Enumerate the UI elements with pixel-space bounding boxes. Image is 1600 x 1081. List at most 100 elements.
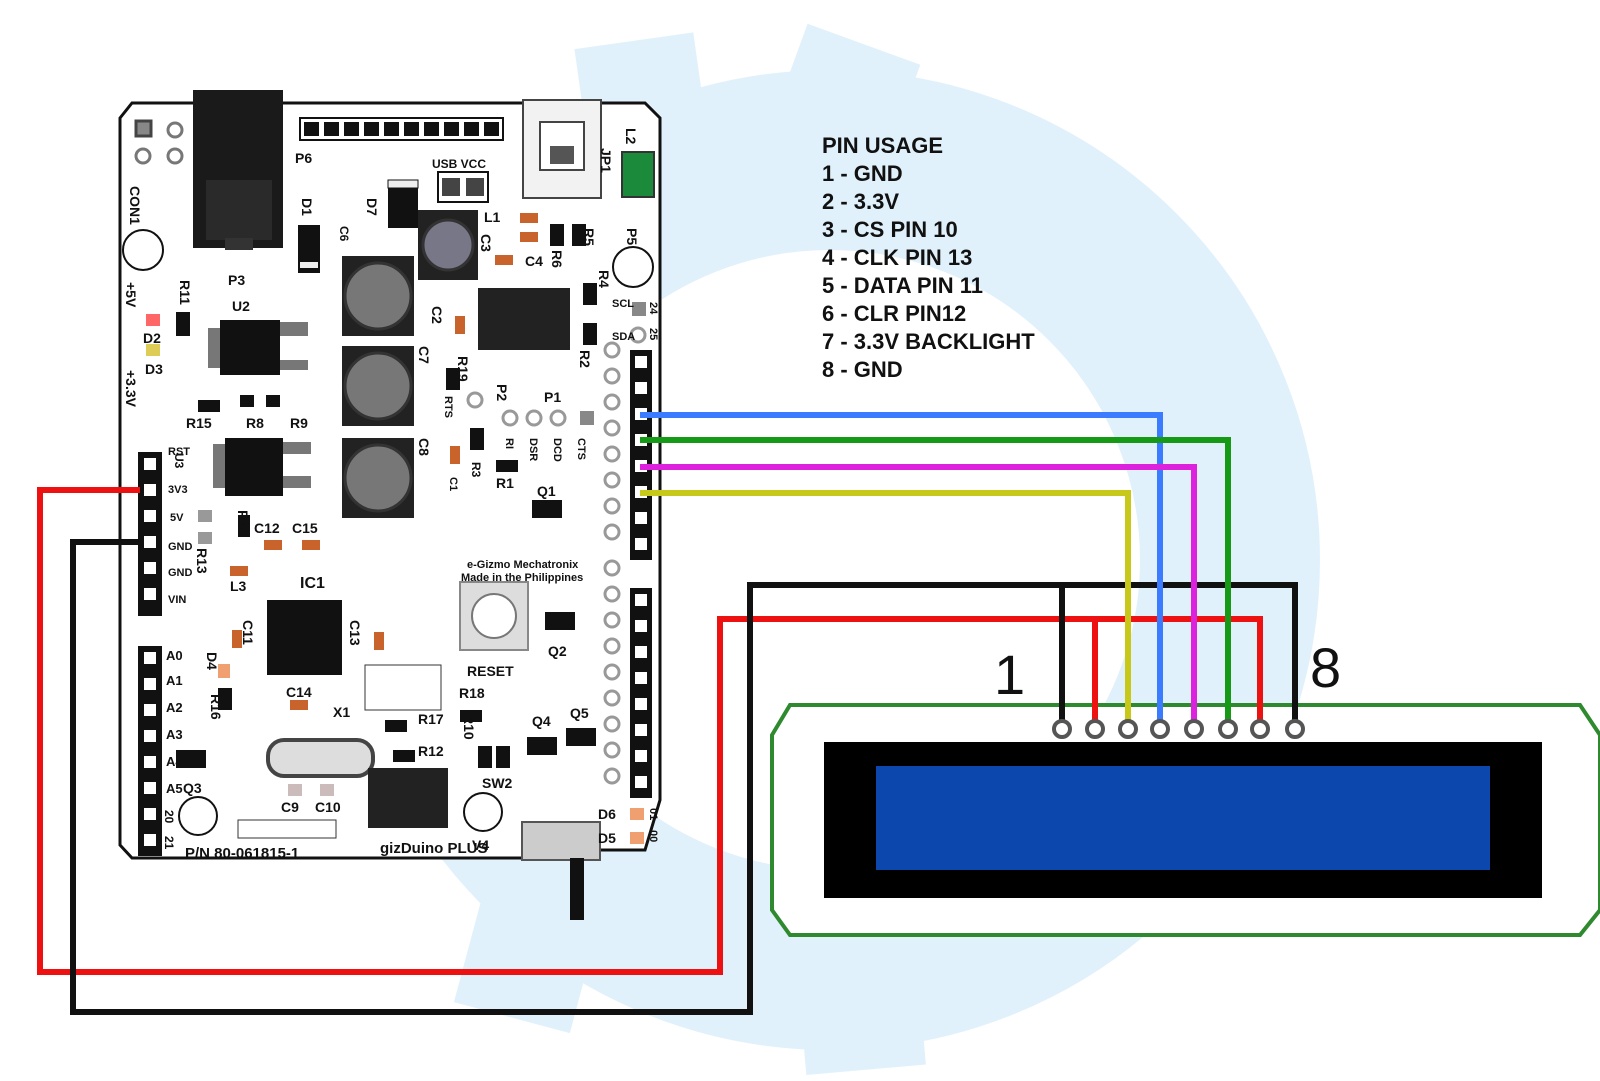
- pin-a4: A4: [166, 754, 183, 769]
- lcd-pins: [1052, 719, 1305, 739]
- label-rts: RTS: [442, 396, 454, 418]
- label-r1: R1: [496, 475, 514, 491]
- label-c6: C6: [337, 226, 351, 242]
- label-24: 24: [647, 302, 659, 315]
- lcd-pin-first: 1: [994, 643, 1025, 706]
- label-ri: RI: [503, 438, 515, 449]
- label-25: 25: [647, 328, 659, 340]
- pin-usage-legend: PIN USAGE 1 - GND 2 - 3.3V 3 - CS PIN 10…: [822, 132, 1035, 384]
- label-l2: L2: [623, 128, 639, 145]
- wire-red-backlight: [1030, 616, 1263, 725]
- components: [146, 151, 655, 920]
- label-c14: C14: [286, 684, 312, 700]
- pin-usage-item-1: 1 - GND: [822, 161, 903, 186]
- label-u3: U3: [172, 453, 186, 469]
- board-labels: P6 P3 U2 USB VCC L1 C4 R15 R8 R9 C12 C15…: [143, 150, 635, 862]
- wire-blue-clk: [640, 412, 1163, 725]
- label-ic1: IC1: [300, 575, 325, 592]
- label-q1: Q1: [537, 483, 556, 499]
- label-q4: Q4: [532, 713, 551, 729]
- label-c2: C2: [429, 306, 445, 324]
- label-r14: R14: [235, 510, 251, 536]
- lcd-screen: [876, 766, 1490, 870]
- label-plus5v: +5V: [123, 282, 139, 308]
- label-c11: C11: [240, 620, 256, 645]
- label-maker-1: e-Gizmo Mechatronix: [467, 559, 579, 571]
- pin-vin: VIN: [168, 594, 186, 606]
- label-c15: C15: [292, 520, 318, 536]
- label-r19: R19: [455, 356, 471, 382]
- wires: [37, 412, 1298, 1015]
- pin-rst: RST: [168, 446, 190, 458]
- con1-pads: [134, 119, 184, 165]
- label-r4: R4: [596, 270, 612, 288]
- analog-header: [138, 646, 162, 856]
- pin-usage-title: PIN USAGE: [822, 133, 944, 158]
- label-c7: C7: [416, 346, 432, 364]
- rotated-labels: CON1 +5V +3.3V D1 D7 C6 R11 U3 R14 R13 C…: [123, 128, 659, 850]
- label-d2: D2: [143, 330, 161, 346]
- pin-gnd-1: GND: [168, 541, 193, 553]
- label-r18: R18: [459, 685, 485, 701]
- digital-header: [466, 302, 652, 798]
- pin-usage-item-2: 2 - 3.3V: [822, 189, 900, 214]
- label-l3: L3: [230, 578, 247, 594]
- label-cts: CTS: [575, 438, 587, 460]
- label-c3: C3: [478, 234, 494, 252]
- label-u2: U2: [232, 298, 250, 314]
- pin-20: 20: [162, 810, 176, 824]
- pin-gnd-2: GND: [168, 567, 193, 579]
- label-c12: C12: [254, 520, 280, 536]
- label-r2: R2: [577, 350, 593, 368]
- pin-3v3: 3V3: [168, 484, 188, 496]
- label-r3: R3: [469, 462, 483, 478]
- lcd-pin-last: 8: [1310, 636, 1341, 699]
- label-reset: RESET: [467, 663, 514, 679]
- pin-usage-item-8: 8 - GND: [822, 357, 903, 382]
- label-dcd: DCD: [551, 438, 563, 462]
- pin-a5: A5: [166, 781, 183, 796]
- pad-5v: [122, 229, 164, 271]
- label-d7: D7: [364, 198, 380, 216]
- label-c1: C1: [447, 477, 459, 491]
- pin-usage-item-7: 7 - 3.3V BACKLIGHT: [822, 329, 1035, 354]
- label-scl: SCL: [612, 298, 634, 310]
- pin-usage-item-3: 3 - CS PIN 10: [822, 217, 958, 242]
- pin-usage-item-5: 5 - DATA PIN 11: [822, 273, 983, 298]
- label-sw2: SW2: [482, 775, 513, 791]
- lcd-module: [770, 703, 1600, 937]
- lcd-pin-numbers: 1 8: [994, 636, 1341, 706]
- label-c13: C13: [347, 620, 363, 646]
- label-dsr: DSR: [527, 438, 539, 461]
- electrolytic-capacitors: [342, 210, 478, 518]
- label-r8: R8: [246, 415, 264, 431]
- label-maker-2: Made in the Philippines: [461, 572, 583, 584]
- label-c8: C8: [416, 438, 432, 456]
- label-d6: D6: [598, 806, 616, 822]
- label-x1: X1: [333, 704, 350, 720]
- pin-a3: A3: [166, 727, 183, 742]
- label-q5: Q5: [570, 705, 589, 721]
- part-number: P/N 80-061815-1: [185, 845, 299, 862]
- label-c9: C9: [281, 799, 299, 815]
- label-v4: V4: [472, 837, 489, 853]
- label-jp1: JP1: [598, 148, 614, 173]
- pin-usage-item-4: 4 - CLK PIN 13: [822, 245, 973, 270]
- label-r17: R17: [418, 711, 444, 727]
- pin-a2: A2: [166, 700, 183, 715]
- label-p1: P1: [544, 389, 561, 405]
- pin-usage-item-6: 6 - CLR PIN12: [822, 301, 967, 326]
- label-p5: P5: [624, 228, 640, 245]
- pad-v4: [463, 792, 503, 832]
- label-r5: R5: [581, 228, 597, 246]
- power-header: [138, 452, 162, 616]
- label-q3: Q3: [183, 780, 202, 796]
- pad-p5: [612, 246, 654, 288]
- label-d3: D3: [145, 361, 163, 377]
- wire-magenta-data: [640, 464, 1197, 725]
- label-d1: D1: [299, 198, 315, 216]
- label-c4: C4: [525, 253, 543, 269]
- label-r13: R13: [194, 548, 210, 574]
- label-l1: L1: [484, 209, 501, 225]
